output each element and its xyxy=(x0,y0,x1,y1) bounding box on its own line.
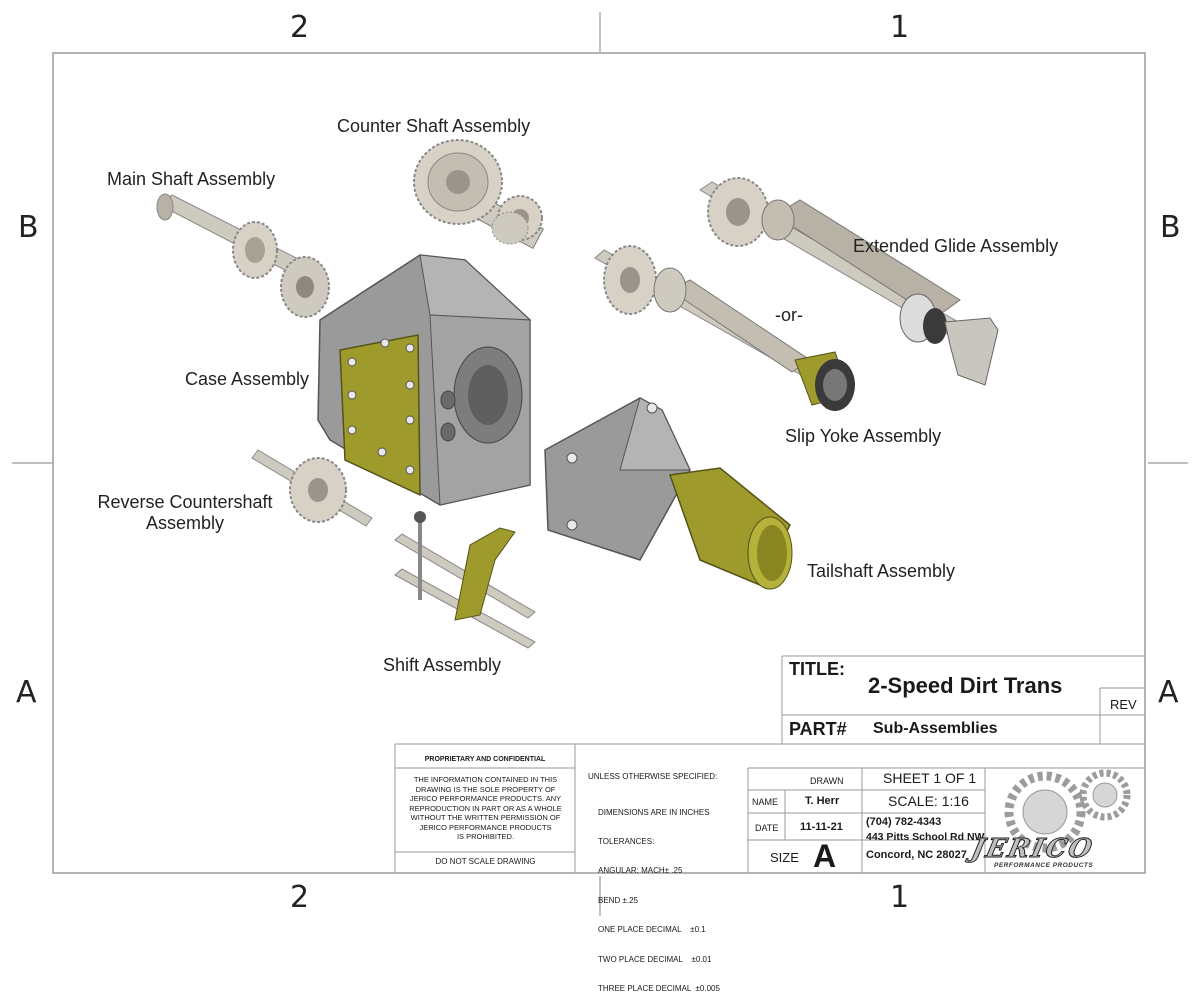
do-not-scale-note: DO NOT SCALE DRAWING xyxy=(435,857,536,866)
drawing-border xyxy=(52,52,1146,874)
proprietary-line: IS PROHIBITED. xyxy=(456,832,515,841)
reverse-countershaft-label: Reverse Countershaft Assembly xyxy=(90,492,280,534)
tolerance-line: BEND ±.25 xyxy=(598,895,638,905)
tolerances-text: DIMENSIONS ARE IN INCHES TOLERANCES: ANG… xyxy=(598,788,720,1004)
zone-label-bottom-2: 2 xyxy=(290,880,310,915)
scale-value: SCALE: 1:16 xyxy=(888,793,969,809)
company-address-line1: 443 Pitts School Rd NW, xyxy=(866,831,987,843)
proprietary-text: THE INFORMATION CONTAINED IN THIS DRAWIN… xyxy=(398,775,573,842)
company-address-line2: Concord, NC 28027 xyxy=(866,849,967,861)
size-value: A xyxy=(813,838,837,874)
zone-label-right-b: B xyxy=(1160,210,1181,245)
zone-label-bottom-1: 1 xyxy=(890,880,910,915)
drawing-sheet xyxy=(12,12,1188,916)
unless-specified-heading: UNLESS OTHERWISE SPECIFIED: xyxy=(588,772,718,781)
tailshaft-label: Tailshaft Assembly xyxy=(807,561,956,581)
title-value: 2-Speed Dirt Trans xyxy=(868,673,1063,698)
zone-label-top-1: 1 xyxy=(890,10,910,45)
title-label: TITLE: xyxy=(789,659,845,679)
counter-shaft-assembly-figure xyxy=(413,139,544,250)
reverse-countershaft-label-line1: Reverse Countershaft xyxy=(97,492,273,512)
case-label: Case Assembly xyxy=(185,369,310,389)
proprietary-heading: PROPRIETARY AND CONFIDENTIAL xyxy=(424,756,546,763)
zone-tick-marks xyxy=(12,12,1188,916)
shift-assembly-figure xyxy=(394,511,536,649)
proprietary-line: WITHOUT THE WRITTEN PERMISSION OF xyxy=(410,813,561,822)
proprietary-line: JERICO PERFORMANCE PRODUCTS. ANY xyxy=(409,794,562,803)
jerico-logo-subtext: PERFORMANCE PRODUCTS xyxy=(994,862,1094,869)
drawn-label: DRAWN xyxy=(810,776,844,786)
jerico-logo-text: JERICO xyxy=(968,834,1097,865)
part-label: PART# xyxy=(789,719,847,739)
tolerance-line: TOLERANCES: xyxy=(598,836,655,846)
case-side-cover xyxy=(339,334,421,497)
rev-label: REV xyxy=(1110,697,1137,712)
title-block-grid xyxy=(394,655,1145,873)
or-label: -or- xyxy=(775,305,803,325)
tailshaft-assembly-figure xyxy=(544,397,793,590)
tolerance-line: ONE PLACE DECIMAL ±0.1 xyxy=(598,925,706,935)
shift-label: Shift Assembly xyxy=(383,655,502,675)
name-value: T. Herr xyxy=(805,795,840,807)
name-label: NAME xyxy=(752,797,779,807)
proprietary-line: REPRODUCTION IN PART OR AS A WHOLE xyxy=(409,803,562,813)
slip-yoke-label: Slip Yoke Assembly xyxy=(785,426,942,446)
zone-label-left-a: A xyxy=(16,675,37,710)
jerico-logo: JERICO PERFORMANCE PRODUCTS xyxy=(968,834,1142,870)
proprietary-line: THE INFORMATION CONTAINED IN THIS xyxy=(413,775,558,784)
company-phone: (704) 782-4343 xyxy=(866,816,942,828)
reverse-countershaft-label-line2: Assembly xyxy=(145,513,225,533)
zone-label-left-b: B xyxy=(18,210,39,245)
proprietary-line: JERICO PERFORMANCE PRODUCTS xyxy=(419,822,552,832)
tolerance-line: THREE PLACE DECIMAL ±0.005 xyxy=(598,983,720,993)
reverse-countershaft-assembly-figure xyxy=(251,449,373,527)
jerico-logo-gears xyxy=(1004,769,1131,853)
date-label: DATE xyxy=(755,823,779,833)
tolerance-line: TWO PLACE DECIMAL ±0.01 xyxy=(598,954,712,964)
part-value: Sub-Assemblies xyxy=(873,720,998,737)
sheet-number: SHEET 1 OF 1 xyxy=(883,770,977,786)
date-value: 11-11-21 xyxy=(800,821,843,833)
size-label: SIZE xyxy=(770,850,799,865)
tolerance-line: DIMENSIONS ARE IN INCHES xyxy=(598,807,710,817)
counter-shaft-label: Counter Shaft Assembly xyxy=(337,116,531,136)
case-assembly-figure xyxy=(317,254,532,506)
extended-glide-label: Extended Glide Assembly xyxy=(853,236,1059,256)
proprietary-line: DRAWING IS THE SOLE PROPERTY OF xyxy=(415,784,556,794)
tolerance-line: ANGULAR: MACH± .25 xyxy=(598,866,683,876)
zone-label-top-2: 2 xyxy=(290,10,310,45)
extended-glide-assembly-figure xyxy=(699,177,999,386)
main-shaft-assembly-figure xyxy=(156,193,330,318)
main-shaft-label: Main Shaft Assembly xyxy=(107,169,276,189)
zone-label-right-a: A xyxy=(1158,675,1179,710)
slip-yoke-assembly-figure xyxy=(594,245,855,411)
